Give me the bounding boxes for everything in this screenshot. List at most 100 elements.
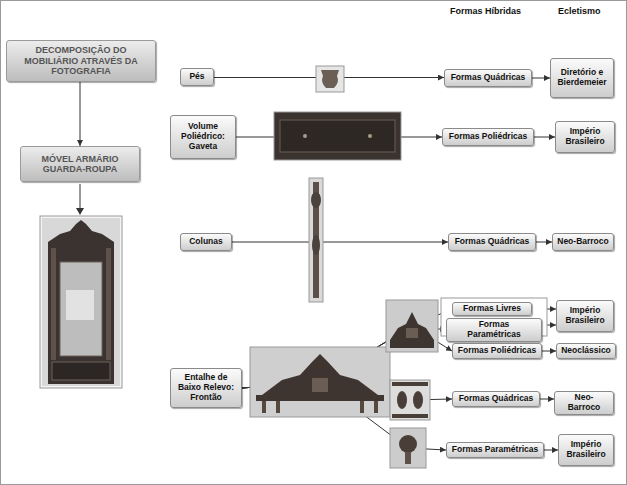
node-text: Neo-Barroco xyxy=(557,237,608,247)
node-text: Diretório e Bierdemeier xyxy=(555,68,609,88)
finial-stem xyxy=(405,452,411,464)
style-box: Império Brasileiro xyxy=(556,300,614,332)
carved-panel xyxy=(406,328,418,338)
style-box: Neo-Barroco xyxy=(552,233,614,251)
photo-frame xyxy=(390,380,430,420)
node-text: DECOMPOSIÇÃO DO MOBILIÁRIO ATRAVÉS DA FO… xyxy=(11,45,151,76)
balusters-photo xyxy=(390,380,430,420)
pediment-shape xyxy=(390,312,434,340)
drawer-front xyxy=(280,120,395,152)
wardrobe-drawer xyxy=(52,362,110,380)
photo-ground xyxy=(42,218,120,386)
node-text: Neo-Barroco xyxy=(559,393,609,413)
node-text: MÓVEL ARMÁRIO GUARDA-ROUPA xyxy=(25,154,135,175)
node-text: Colunas xyxy=(189,237,223,247)
form-box: Formas Poliédricas xyxy=(442,128,534,146)
baluster xyxy=(397,391,407,409)
part-box: Entalhe de Baixo Relevo: Frontão xyxy=(170,368,242,408)
form-box: Formas Quádricas xyxy=(452,391,540,407)
carved-panel xyxy=(312,378,328,392)
photo-frame xyxy=(386,300,438,352)
photo-frame xyxy=(316,66,344,92)
photo-frame xyxy=(40,216,122,388)
leader-arrowhead xyxy=(76,208,84,215)
finial-photo xyxy=(390,428,426,468)
photo-frame xyxy=(274,112,401,160)
connector xyxy=(540,399,554,400)
feet-photo xyxy=(316,66,344,92)
node-text: Formas Quádricas xyxy=(451,73,526,83)
form-box: Formas Paramétricas xyxy=(446,442,544,458)
node-text: Entalhe de Baixo Relevo: Frontão xyxy=(175,373,237,402)
style-box: Império Brasileiro xyxy=(558,434,614,466)
style-box: Neo-Barroco xyxy=(554,391,614,415)
column-heading: Formas Híbridas xyxy=(450,6,521,16)
title-box: DECOMPOSIÇÃO DO MOBILIÁRIO ATRAVÉS DA FO… xyxy=(6,40,156,82)
pediment-crop-photo xyxy=(386,300,438,352)
wardrobe-body xyxy=(48,242,114,384)
form-box: Formas Poliédricas xyxy=(452,343,542,359)
node-text: Volume Poliédrico: Gaveta xyxy=(175,122,231,151)
connector xyxy=(542,351,556,352)
wardrobe-mirror xyxy=(60,262,102,356)
node-text: Formas Quádricas xyxy=(459,394,534,404)
baluster-rail xyxy=(392,414,428,418)
drawer-knob xyxy=(303,134,307,138)
node-text: Império Brasileiro xyxy=(563,440,609,460)
baluster xyxy=(374,401,378,413)
wardrobe-column xyxy=(51,248,56,360)
form-box: Formas Quádricas xyxy=(448,233,536,251)
connector xyxy=(232,242,448,243)
part-box: Volume Poliédrico: Gaveta xyxy=(170,115,236,159)
node-text: Formas Paramétricas xyxy=(451,320,537,340)
drawer-photo xyxy=(274,112,401,160)
pediment-photo xyxy=(250,347,390,417)
connector xyxy=(544,450,558,451)
node-text: Formas Quádricas xyxy=(455,237,530,247)
part-box: Pés xyxy=(180,68,214,86)
baluster xyxy=(276,401,280,413)
baluster xyxy=(413,391,423,409)
connector xyxy=(80,82,81,146)
column-bulge xyxy=(312,235,320,255)
node-text: Neoclássico xyxy=(561,346,611,356)
pediment-rail xyxy=(256,395,384,401)
drawer-knob xyxy=(368,134,372,138)
finial-ball xyxy=(399,435,417,453)
form-box: Formas Paramétricas xyxy=(446,318,542,342)
wardrobe-pediment xyxy=(48,220,114,242)
part-box: Colunas xyxy=(180,233,232,251)
connector xyxy=(534,137,555,138)
wardrobe-column xyxy=(106,248,111,360)
column-photo xyxy=(309,178,323,302)
connector xyxy=(532,78,550,79)
foot-shape xyxy=(321,70,339,88)
form-box: Formas Livres xyxy=(452,302,532,316)
photo-frame xyxy=(309,178,323,302)
style-box: Neoclássico xyxy=(556,343,616,359)
node-text: Império Brasileiro xyxy=(560,127,610,147)
baluster-rail xyxy=(392,382,428,386)
node-text: Formas Poliédricas xyxy=(449,132,527,142)
node-text: Império Brasileiro xyxy=(561,306,609,326)
node-text: Formas Paramétricas xyxy=(452,445,538,455)
style-box: Império Brasileiro xyxy=(555,121,615,153)
style-box: Diretório e Bierdemeier xyxy=(550,58,614,98)
pediment-rail xyxy=(390,340,434,348)
pediment-shape xyxy=(262,354,378,395)
leader-line xyxy=(80,184,81,209)
object-box: MÓVEL ARMÁRIO GUARDA-ROUPA xyxy=(20,146,140,182)
node-text: Formas Poliédricas xyxy=(458,346,536,356)
column-bulge xyxy=(311,192,321,208)
mirror-reflection xyxy=(66,290,94,320)
column-heading: Ecletismo xyxy=(558,6,601,16)
form-box: Formas Quádricas xyxy=(444,69,532,87)
connector xyxy=(536,242,552,243)
baluster xyxy=(360,401,364,413)
baluster xyxy=(262,401,266,413)
photo-frame xyxy=(250,347,390,417)
photo-frame xyxy=(390,428,426,468)
